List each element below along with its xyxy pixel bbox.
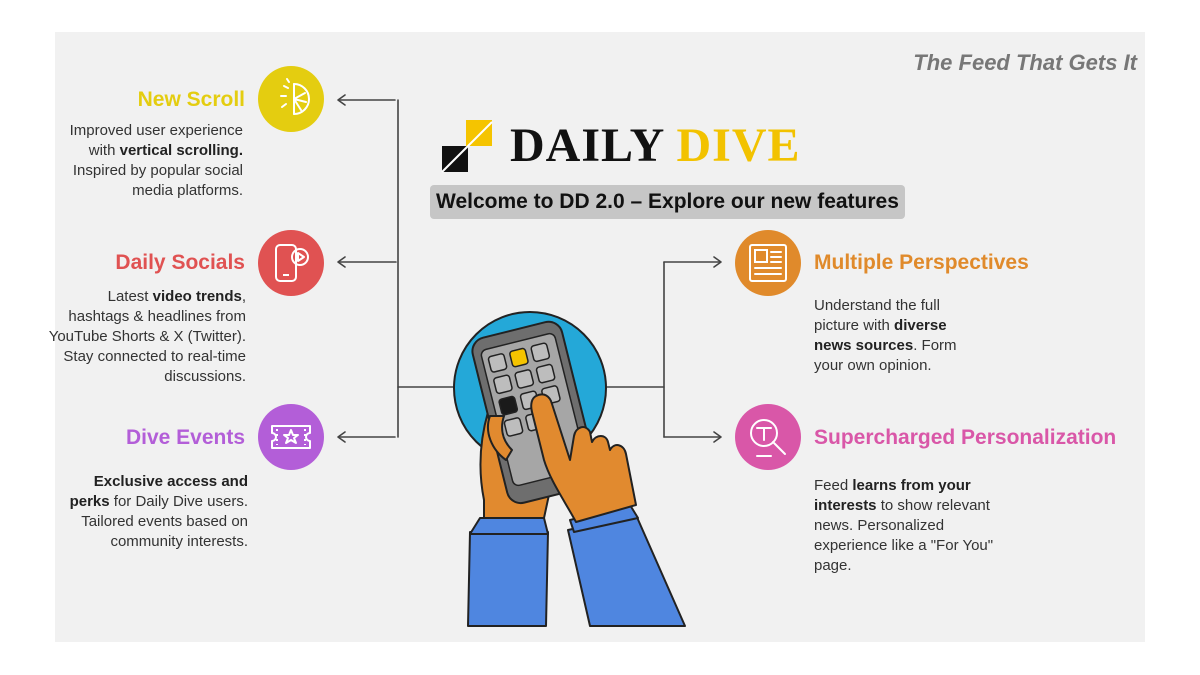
- newspaper-icon: [749, 244, 787, 282]
- new-scroll-description: Improved user experience with vertical s…: [69, 122, 243, 199]
- new-scroll-title: New Scroll: [137, 88, 245, 111]
- multiple-perspectives-circle: [735, 230, 801, 296]
- hands-holding-phone-illustration: [453, 311, 686, 627]
- dive-events-circle: [258, 404, 324, 470]
- dive-events-title: Dive Events: [125, 426, 245, 449]
- multiple-perspectives-description: Understand the full picture with diverse…: [814, 297, 957, 374]
- magnifier-icon: [750, 419, 786, 457]
- tagline: The Feed That Gets It: [913, 50, 1137, 75]
- logo-word-dive: DIVE: [676, 119, 801, 172]
- new-scroll-circle: [258, 66, 324, 132]
- daily-socials-description: Latest video trends, hashtags & headline…: [48, 288, 246, 385]
- daily-socials-circle: [258, 230, 324, 296]
- phone-play-icon: [275, 244, 309, 282]
- lemon-slice-icon: [280, 78, 310, 115]
- welcome-banner: Welcome to DD 2.0 – Explore our new feat…: [430, 185, 905, 219]
- daily-dive-logo-icon: [441, 120, 493, 173]
- supercharged-personalization-circle: [735, 404, 801, 470]
- supercharged-personalization-description: Feed learns from your interests to show …: [814, 477, 994, 574]
- dive-events-description: Exclusive access and perks for Daily Div…: [69, 473, 248, 550]
- logo-word-daily: DAILY: [510, 119, 664, 172]
- logo-wordmark: DAILY DIVE: [510, 118, 801, 174]
- multiple-perspectives-title: Multiple Perspectives: [814, 251, 1029, 274]
- supercharged-personalization-title: Supercharged Personalization: [814, 426, 1117, 449]
- ticket-icon: [271, 425, 311, 449]
- daily-socials-title: Daily Socials: [115, 251, 245, 274]
